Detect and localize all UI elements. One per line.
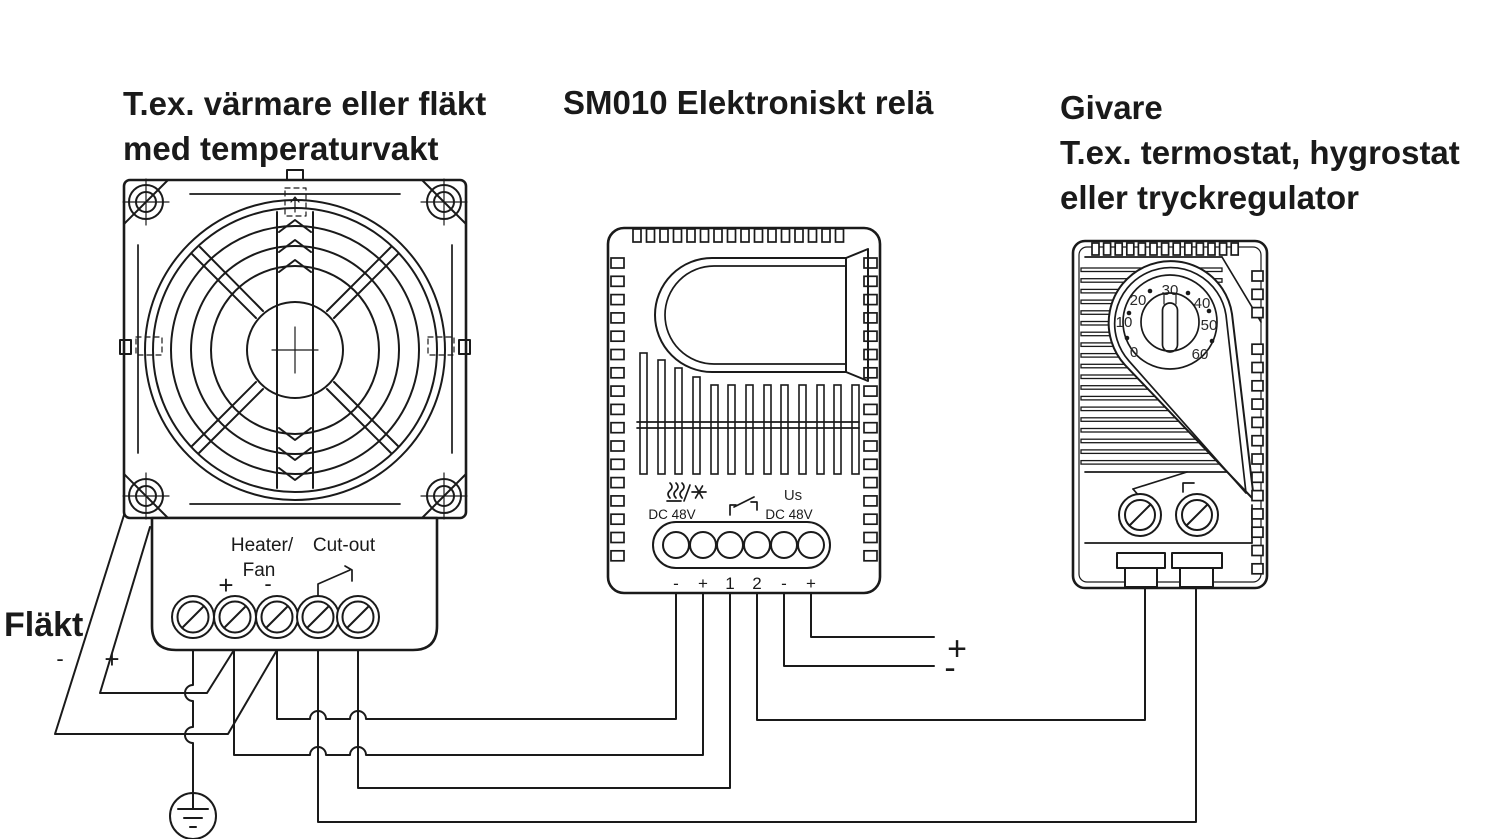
dial-panel: 0 10 20 30 40 50 60 [1107, 260, 1255, 501]
screw-terminal [296, 595, 340, 639]
fan-icon [691, 485, 707, 499]
dial-number-20: 20 [1130, 292, 1147, 309]
relay-terminal-label-0: - [673, 574, 679, 593]
relay-terminal [797, 531, 825, 559]
wire-cutout-sensor [317, 587, 1197, 823]
relay-label-window [654, 248, 869, 382]
relay-terminal-label-5: + [806, 574, 816, 593]
heater-fan-unit: Heater/ Fan Cut-out + - [119, 169, 471, 652]
relay-terminal-label-3: 2 [752, 574, 761, 593]
screw-terminal [213, 595, 257, 639]
fan-label: Fan [243, 560, 276, 581]
heater-title-line2: med temperaturvakt [123, 130, 438, 167]
heater-terminal-screws [171, 595, 380, 639]
cutout-label: Cut-out [313, 535, 376, 556]
relay-terminal-label-4: - [781, 574, 787, 593]
sensor-right-slots [1251, 270, 1264, 575]
screw-terminal [336, 595, 380, 639]
corner-screw [122, 178, 170, 226]
fan-guard-icon [144, 199, 446, 501]
cable-gland-right [1171, 552, 1223, 588]
heat-icon [666, 482, 691, 502]
relay-terminal-label-1: + [698, 574, 708, 593]
wire-supply-plus [810, 592, 935, 638]
sensor-title-line2: T.ex. termostat, hygrostat [1060, 134, 1460, 171]
relay-top-slots [632, 228, 845, 243]
cutout-switch-icon [317, 565, 353, 597]
supply-plus-label: + [947, 630, 967, 668]
corner-screw [420, 178, 468, 226]
wire-supply-minus [783, 592, 935, 667]
heater-label: Heater/ [231, 535, 294, 556]
dial-number-60: 60 [1192, 346, 1209, 363]
screw-terminal [1175, 493, 1219, 537]
wire-cutout-relay1 [357, 592, 731, 789]
relay-terminal-strip [652, 521, 831, 569]
cable-gland-left [1116, 552, 1166, 588]
flakt-minus-label: - [56, 646, 63, 671]
wire-heater-minus-relay [276, 592, 677, 720]
screw-terminal [1118, 493, 1162, 537]
flakt-label: Fläkt [4, 606, 83, 644]
wiring [54, 514, 1197, 823]
corner-screw [420, 472, 468, 520]
relay-vent-slats [639, 352, 860, 475]
heater-minus-label: - [264, 571, 271, 596]
heater-title-line1: T.ex. värmare eller fläkt [123, 85, 486, 122]
sensor-title-line1: Givare [1060, 89, 1163, 126]
dial-number-0: 0 [1130, 344, 1138, 361]
wire-relay2-sensor [756, 587, 1146, 721]
dial-knob [1140, 292, 1200, 353]
screw-terminal [171, 595, 215, 639]
dial-number-50: 50 [1201, 317, 1218, 334]
relay-dc48v-output-label: DC 48V [648, 507, 695, 522]
relay-unit: DC 48V Us DC 48V - + 1 2 - + [606, 226, 882, 595]
wire-flakt-minus [54, 514, 278, 735]
screw-terminal [255, 595, 299, 639]
mounting-tab-right [427, 336, 471, 356]
wire-ground [184, 649, 194, 795]
supply-minus-label: - [944, 649, 955, 687]
wire-heater-plus-relay [233, 592, 704, 756]
heater-plus-label: + [218, 570, 233, 600]
mounting-tab-left [119, 336, 163, 356]
ground-icon [169, 792, 217, 839]
sensor-unit: 0 10 20 30 40 50 60 [1071, 239, 1269, 590]
dial-number-30: 30 [1162, 282, 1179, 299]
dial-number-40: 40 [1194, 295, 1211, 312]
wire-flakt-plus [99, 526, 235, 694]
sensor-top-slots [1091, 242, 1240, 256]
sensor-title-line3: eller tryckregulator [1060, 179, 1359, 216]
relay-right-slots [863, 257, 878, 562]
flakt-plus-label: + [104, 644, 119, 674]
relay-dc48v-supply-label: DC 48V [765, 507, 812, 522]
relay-terminal-label-2: 1 [725, 574, 734, 593]
corner-screw [122, 472, 170, 520]
relay-title: SM010 Elektroniskt relä [563, 84, 934, 121]
relay-us-label: Us [784, 487, 802, 504]
relay-left-slots [610, 257, 625, 562]
dial-number-10: 10 [1116, 314, 1133, 331]
relay-switch-icon [729, 496, 758, 516]
